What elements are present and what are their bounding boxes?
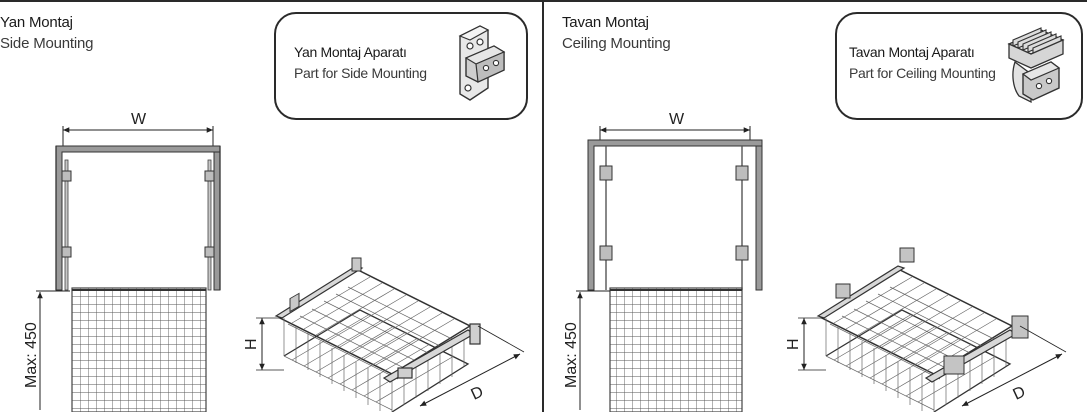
ceiling-mount-part-label-tr: Tavan Montaj Aparatı xyxy=(849,44,975,60)
side-mount-basket-iso xyxy=(274,257,481,412)
panel-divider xyxy=(542,0,544,412)
ceiling-mount-iso-dims xyxy=(798,317,1067,407)
ceiling-mount-bracket-icon xyxy=(1007,27,1065,104)
side-mount-height-limit-label: Max: 450 xyxy=(23,322,40,388)
ceiling-mount-front-view xyxy=(576,126,763,412)
side-mount-part-label-en: Part for Side Mounting xyxy=(294,65,427,81)
ceiling-mount-width-label: W xyxy=(669,111,685,128)
ceiling-mount-depth-label: D xyxy=(1011,383,1029,403)
ceiling-mount-basket-iso xyxy=(816,247,1029,412)
side-mount-iso-dims xyxy=(256,317,525,407)
side-mount-front-view xyxy=(36,126,221,412)
side-mount-bracket-icon xyxy=(458,25,506,101)
ceiling-mounting-title-en: Ceiling Mounting xyxy=(562,35,671,52)
ceiling-mount-height-label: H xyxy=(785,338,802,350)
ceiling-mount-part-label-en: Part for Ceiling Mounting xyxy=(849,65,996,81)
ceiling-mounting-title-tr: Tavan Montaj xyxy=(562,14,649,31)
ceiling-mount-part-callout: Tavan Montaj Aparatı Part for Ceiling Mo… xyxy=(835,12,1083,120)
side-mount-depth-label: D xyxy=(469,383,487,403)
side-mounting-panel: Yan Montaj Side Mounting Yan Montaj Apar… xyxy=(0,0,542,412)
side-mounting-title-tr: Yan Montaj xyxy=(0,14,73,31)
side-mount-part-label-tr: Yan Montaj Aparatı xyxy=(294,44,407,60)
side-mount-height-label: H xyxy=(243,338,260,350)
ceiling-mounting-panel: Tavan Montaj Ceiling Mounting Tavan Mont… xyxy=(544,0,1087,412)
side-mount-width-label: W xyxy=(131,111,147,128)
ceiling-mount-height-limit-label: Max: 450 xyxy=(563,322,580,388)
side-mounting-title-en: Side Mounting xyxy=(0,35,94,52)
side-mount-part-callout: Yan Montaj Aparatı Part for Side Mountin… xyxy=(274,12,528,120)
